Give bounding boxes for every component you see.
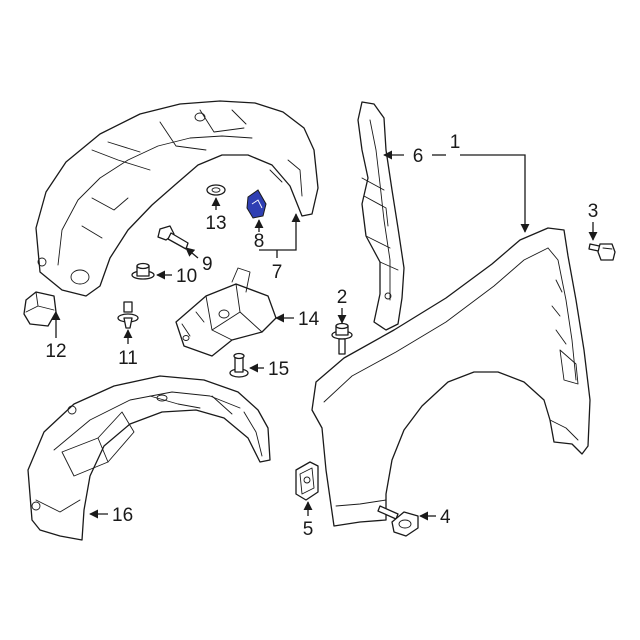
callout-2: 2 — [337, 287, 348, 308]
callout-16: 16 — [112, 505, 133, 526]
callout-12: 12 — [45, 341, 66, 362]
callout-11: 11 — [118, 348, 138, 369]
part-2-bolt — [331, 322, 353, 355]
callout-6: 6 — [413, 146, 424, 167]
part-5-pad — [295, 461, 319, 501]
part-9-bolt — [157, 225, 189, 250]
part-13-grommet — [206, 184, 226, 196]
callout-15: 15 — [268, 359, 289, 380]
leader-lines — [51, 150, 598, 521]
part-6-seal — [357, 101, 405, 331]
callout-14: 14 — [298, 309, 320, 330]
callout-8: 8 — [254, 231, 265, 252]
callout-4: 4 — [440, 507, 451, 528]
part-10-nut — [131, 262, 155, 280]
part-1-fender — [311, 227, 591, 527]
part-11-clip — [117, 301, 139, 329]
part-4-plate — [377, 505, 419, 537]
callout-10: 10 — [176, 266, 197, 287]
callout-labels: 1 2 3 4 5 6 7 8 9 10 11 12 13 14 15 16 — [45, 132, 598, 540]
callout-3: 3 — [588, 201, 599, 222]
callout-1: 1 — [450, 132, 461, 153]
part-14-bracket — [175, 267, 277, 357]
part-16-wheel-liner — [27, 375, 271, 541]
callout-13: 13 — [205, 213, 226, 234]
part-12-clip — [23, 291, 57, 327]
part-15-clip — [229, 352, 249, 378]
upper-rear-wheel-liner — [35, 100, 319, 297]
callout-5: 5 — [303, 519, 314, 540]
part-3-bolt — [588, 243, 616, 261]
callout-9: 9 — [202, 254, 213, 275]
part-8-clip — [246, 189, 267, 219]
callout-7: 7 — [272, 262, 283, 283]
